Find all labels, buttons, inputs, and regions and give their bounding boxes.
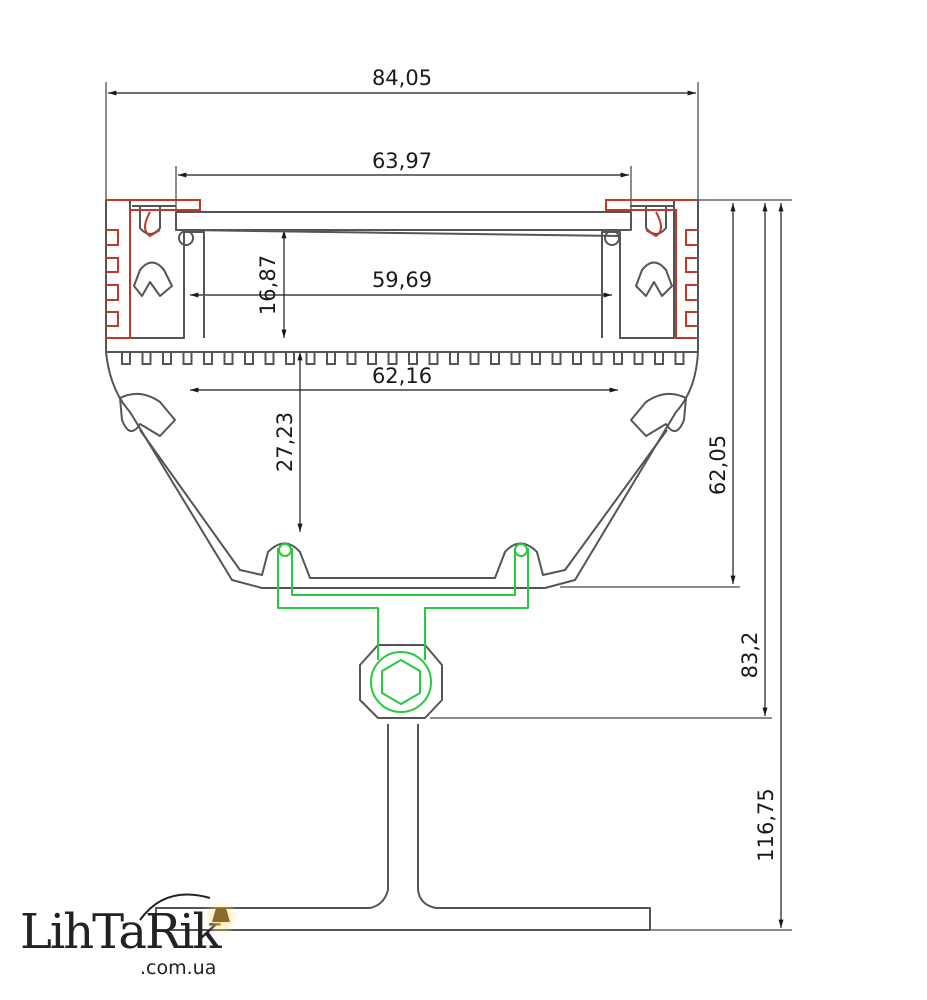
heatsink-fin	[674, 352, 685, 365]
end-gaskets	[106, 199, 698, 339]
heatsink-fin	[326, 352, 336, 365]
heatsink-fin	[203, 352, 213, 365]
dim-inner-width: 59,69	[372, 268, 432, 292]
heatsink-fin	[633, 352, 644, 365]
dim-overall-width: 84,05	[372, 66, 432, 90]
heatsink-fin	[654, 352, 664, 365]
logo-brand: LihTaRik	[20, 904, 223, 960]
heatsink-fin	[551, 352, 562, 365]
heatsink-fin	[367, 352, 377, 365]
extension-lines	[105, 82, 792, 931]
aluminium-profile	[105, 200, 699, 931]
heatsink-fins	[121, 352, 685, 365]
dim-body-height: 62,05	[706, 435, 730, 495]
lamp-icon	[212, 908, 230, 922]
dimension-labels: 84,05 63,97 59,69 16,87 62,16 27,23 62,0…	[256, 66, 778, 862]
heatsink-fin	[592, 352, 603, 365]
heatsink-fin	[428, 352, 439, 365]
heatsink-fin	[305, 352, 316, 365]
dimension-lines	[107, 90, 784, 928]
heatsink-fin	[510, 352, 521, 365]
dim-fin-width: 62,16	[372, 364, 432, 388]
heatsink-fin	[244, 352, 254, 365]
dim-to-bracket: 83,2	[738, 632, 762, 679]
heatsink-fin	[408, 352, 418, 365]
heatsink-fin	[285, 352, 295, 365]
heatsink-fin	[613, 352, 623, 365]
dim-total-height: 116,75	[754, 788, 778, 861]
dim-cavity-height: 27,23	[273, 412, 297, 472]
mounting-bracket	[277, 543, 529, 713]
logo-domain: .com.ua	[140, 957, 216, 979]
heatsink-fin	[346, 352, 357, 365]
heatsink-fin	[469, 352, 480, 365]
heatsink-fin	[182, 352, 193, 365]
lihtarik-logo: LihTaRik .com.ua	[20, 893, 239, 979]
heatsink-fin	[449, 352, 459, 365]
heatsink-fin	[264, 352, 275, 365]
heatsink-fin	[531, 352, 541, 365]
heatsink-fin	[162, 352, 172, 365]
heatsink-fin	[490, 352, 500, 365]
dim-inner-height: 16,87	[256, 255, 280, 315]
heatsink-fin	[121, 352, 131, 365]
heatsink-fin	[141, 352, 152, 365]
heatsink-fin	[223, 352, 234, 365]
lamp-arm-icon	[139, 893, 211, 921]
heatsink-fin	[572, 352, 582, 365]
dim-diffuser-width: 63,97	[372, 149, 432, 173]
heatsink-fin	[387, 352, 398, 365]
